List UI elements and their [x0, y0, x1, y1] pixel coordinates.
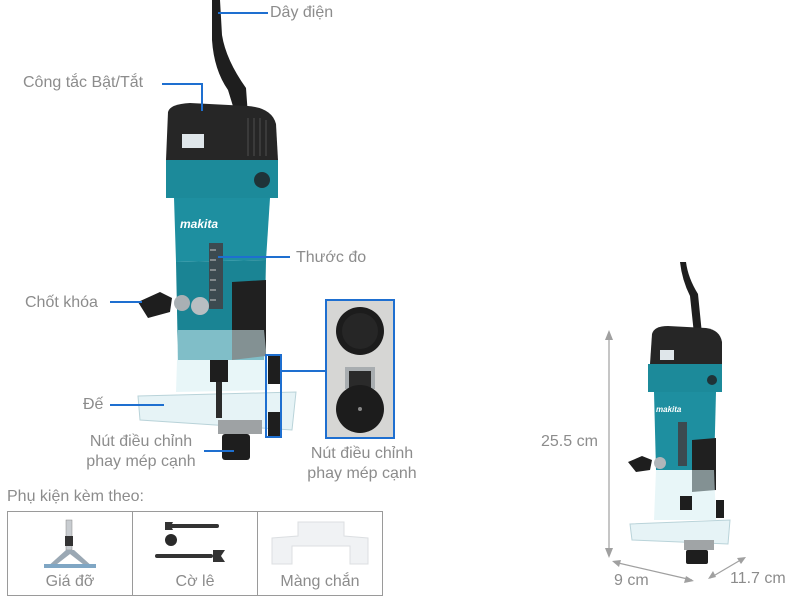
- accessories-title: Phụ kiện kèm theo:: [7, 488, 144, 505]
- label-switch: Công tắc Bật/Tắt: [23, 74, 144, 91]
- accessories-table: Giá đỡ Cờ lê Màng chắn: [7, 511, 383, 596]
- detail-knob-image: [327, 301, 393, 437]
- detail-inset: [325, 299, 395, 439]
- accessory-label-wrench: Cờ lê: [175, 573, 215, 590]
- label-power-cord: Dây điện: [270, 4, 334, 21]
- label-lock-pin: Chốt khóa: [25, 294, 98, 311]
- accessory-item-guard: Màng chắn: [258, 512, 382, 595]
- callout-line-switch-vertical: [201, 83, 203, 111]
- svg-text:makita: makita: [656, 405, 682, 414]
- svg-text:makita: makita: [180, 217, 218, 231]
- label-adjust-knob-line1: Nút điều chỉnh: [89, 433, 193, 450]
- accessory-item-stand: Giá đỡ: [8, 512, 133, 595]
- accessory-label-stand: Giá đỡ: [45, 573, 95, 590]
- product-image-main: makita: [137, 0, 297, 460]
- label-detail-knob: Nút điều chỉnh phay mép cạnh: [300, 444, 424, 484]
- callout-line-detail: [282, 370, 326, 372]
- label-base: Đế: [83, 396, 104, 413]
- dimension-height: 25.5 cm: [541, 433, 598, 450]
- accessory-label-guard: Màng chắn: [280, 573, 360, 590]
- accessory-item-wrench: Cờ lê: [133, 512, 258, 595]
- callout-line-scale: [218, 256, 290, 258]
- label-scale: Thước đo: [296, 249, 367, 266]
- dimension-width: 9 cm: [614, 572, 649, 589]
- callout-line-base: [110, 404, 164, 406]
- stand-guide-icon: [44, 519, 96, 568]
- highlight-box-side-knob: [265, 354, 282, 438]
- label-adjust-knob: Nút điều chỉnh phay mép cạnh: [80, 432, 202, 472]
- callout-line-lock-pin: [110, 301, 142, 303]
- callout-line-adjust-knob: [204, 450, 234, 452]
- label-detail-knob-line2: phay mép cạnh: [307, 465, 417, 482]
- dimension-depth: 11.7 cm: [730, 570, 786, 587]
- callout-line-switch: [162, 83, 202, 85]
- label-detail-knob-line1: Nút điều chỉnh: [310, 445, 414, 462]
- wrench-icon: [155, 522, 225, 562]
- shield-guard-icon: [271, 521, 369, 565]
- callout-line-power-cord: [218, 12, 268, 14]
- product-image-dimensions: makita: [605, 262, 746, 583]
- label-adjust-knob-line2: phay mép cạnh: [86, 453, 196, 470]
